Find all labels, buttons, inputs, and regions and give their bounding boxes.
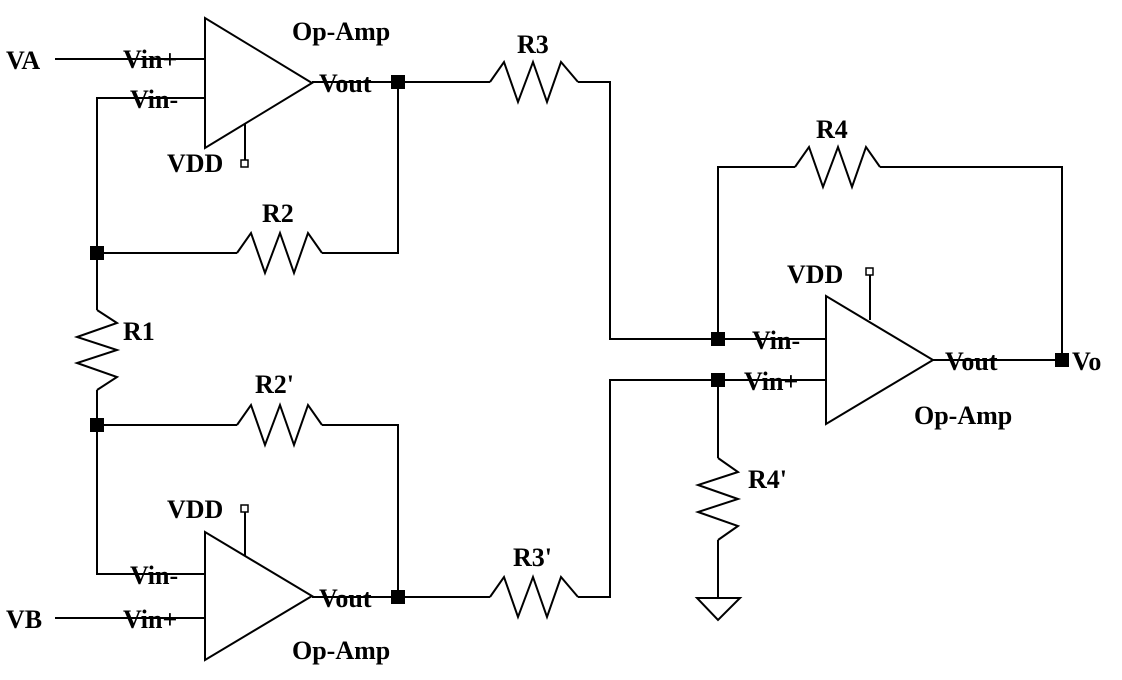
label-va: VA: [6, 46, 40, 75]
label-r3p: R3': [513, 543, 552, 572]
label-vb: VB: [6, 605, 42, 634]
label-vo: Vo: [1072, 347, 1101, 376]
resistor-r3p: [489, 574, 579, 621]
top-pin-plus: Vin+: [123, 45, 177, 74]
opamp-top: [204, 16, 314, 150]
wire-r4-right: [880, 166, 1063, 360]
top-supply: VDD: [167, 149, 223, 178]
top-opamp-label: Op-Amp: [292, 17, 390, 46]
label-r1: R1: [123, 317, 155, 346]
bottom-pin-minus: Vin-: [130, 561, 178, 590]
node-right-vin-minus: [711, 332, 725, 346]
wire-r4-left: [717, 166, 795, 339]
bottom-opamp-label: Op-Amp: [292, 636, 390, 665]
resistor-r4: [794, 144, 881, 191]
resistor-r2: [236, 230, 323, 277]
junction-nodes: [90, 75, 1069, 604]
wire-top-fb: [322, 82, 399, 254]
node-right-vin-plus: [711, 373, 725, 387]
resistor-r3: [489, 59, 579, 106]
label-r4: R4: [816, 115, 848, 144]
resistor-r4p: [694, 457, 742, 541]
right-pin-plus: Vin+: [744, 367, 798, 396]
node-r2p-left: [90, 418, 104, 432]
resistor-r2p: [236, 402, 323, 449]
right-opamp-label: Op-Amp: [914, 401, 1012, 430]
bottom-pin-out: Vout: [319, 584, 372, 613]
resistors: [73, 59, 881, 621]
opamp-bottom: [204, 530, 314, 662]
opamp-right: [825, 294, 935, 426]
vdd-terminal-right: [865, 267, 874, 276]
wire-bot-fb: [322, 424, 399, 597]
label-r2: R2: [262, 199, 294, 228]
right-supply: VDD: [787, 260, 843, 289]
right-pin-out: Vout: [945, 347, 998, 376]
wire-bot-vin-minus: [96, 425, 205, 575]
label-r2p: R2': [255, 370, 294, 399]
node-r2-left: [90, 246, 104, 260]
top-pin-minus: Vin-: [130, 85, 178, 114]
wire-r3-right: [578, 81, 826, 340]
top-pin-out: Vout: [319, 69, 372, 98]
label-r4p: R4': [748, 465, 787, 494]
wire-top-vin-minus: [96, 97, 205, 253]
bottom-supply: VDD: [167, 495, 223, 524]
node-bot-out: [391, 590, 405, 604]
label-r3: R3: [517, 30, 549, 59]
node-top-out: [391, 75, 405, 89]
node-vo: [1055, 353, 1069, 367]
ground-symbol: [694, 597, 743, 622]
wire-r3p-right: [578, 379, 826, 598]
right-pin-minus: Vin-: [752, 326, 800, 355]
vdd-terminal-top: [240, 159, 249, 168]
resistor-r1: [73, 309, 121, 391]
vdd-terminal-bottom: [240, 504, 249, 513]
bottom-pin-plus: Vin+: [123, 605, 177, 634]
